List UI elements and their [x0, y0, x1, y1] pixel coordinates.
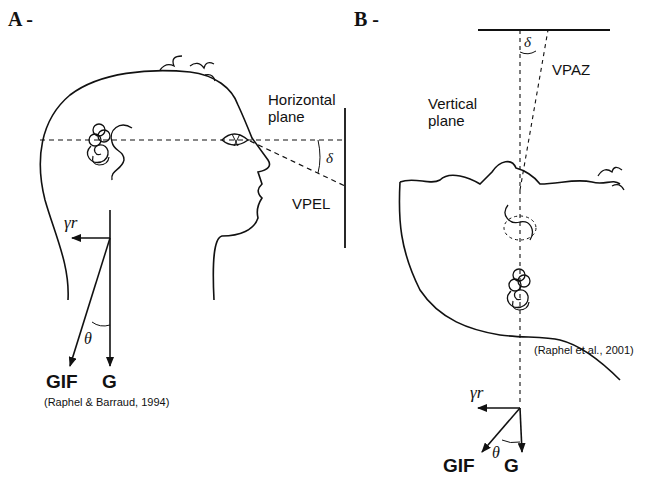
- panel-letter: A -: [8, 8, 33, 30]
- angle-symbol: δ: [524, 34, 531, 51]
- vector-name: GIF: [46, 372, 78, 393]
- vertical-plane-line: [519, 30, 520, 405]
- gaze-line: [520, 30, 548, 190]
- vector-name: γr: [470, 384, 483, 403]
- vector-name: G: [102, 372, 117, 393]
- head-profile: [40, 56, 269, 300]
- citation: (Raphel et al., 2001): [534, 344, 634, 356]
- vector-name: G: [504, 456, 519, 477]
- angle-arc: [318, 140, 320, 173]
- panel-letter: B -: [354, 8, 379, 30]
- vector-name: GIF: [443, 456, 475, 477]
- angle-symbol: θ: [492, 444, 500, 462]
- angle-arc: [520, 51, 536, 54]
- force-vectors: [70, 210, 110, 366]
- citation: (Raphel & Barraud, 1994): [44, 396, 169, 408]
- inner-ear: [87, 124, 110, 165]
- horizontal-plane-line: [40, 139, 345, 140]
- plane-label: Horizontal plane: [268, 92, 346, 125]
- angle-name: VPEL: [292, 196, 330, 213]
- vector-name: γr: [64, 214, 77, 233]
- screen: [344, 108, 346, 248]
- force-vectors: [478, 408, 522, 452]
- angle-name: VPAZ: [552, 62, 590, 79]
- plane-label: Vertical plane: [428, 96, 492, 129]
- gaze-line: [250, 141, 345, 186]
- inner-ear: [507, 269, 530, 310]
- angle-symbol: δ: [326, 150, 333, 167]
- angle-symbol: θ: [84, 330, 92, 348]
- screen: [478, 29, 610, 31]
